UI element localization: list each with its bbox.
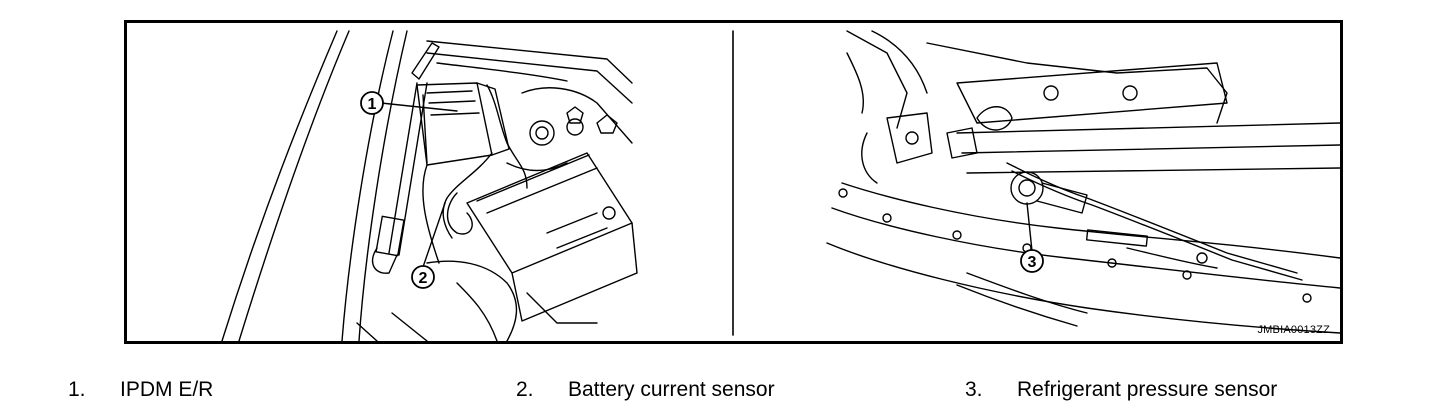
legend-number: 1. <box>68 378 86 401</box>
callout-1-label: 1 <box>368 96 377 113</box>
callout-2: 2 <box>411 265 435 289</box>
illustration-frame: 1 2 <box>124 20 1343 344</box>
callout-2-label: 2 <box>419 270 428 287</box>
legend-label: Battery current sensor <box>568 378 775 401</box>
callout-3: 3 <box>1020 249 1044 273</box>
legend-number: 2. <box>516 378 534 401</box>
callout-1: 1 <box>360 91 384 115</box>
left-engine-view <box>221 30 638 341</box>
legend-number: 3. <box>965 378 983 401</box>
callout-3-label: 3 <box>1028 254 1037 271</box>
engine-bay-illustration: 1 2 <box>221 30 1340 341</box>
legend: 1. IPDM E/R 2. Battery current sensor 3.… <box>0 378 1456 408</box>
legend-label: Refrigerant pressure sensor <box>1017 378 1278 401</box>
legend-label: IPDM E/R <box>120 378 214 401</box>
figure-code: JMBIA0013ZZ <box>1257 324 1330 336</box>
right-engine-view <box>826 30 1340 334</box>
